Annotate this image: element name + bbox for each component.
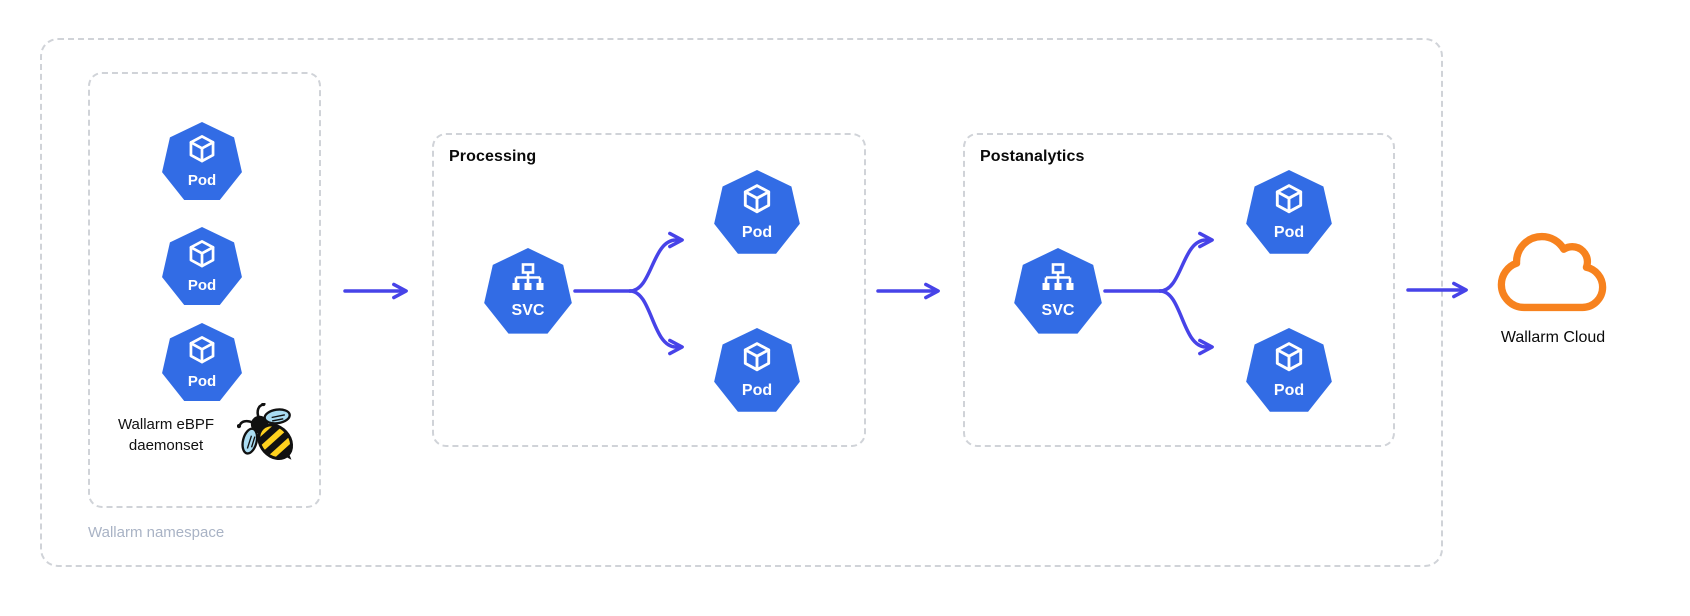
daemonset-caption: Wallarm eBPF daemonset	[117, 416, 215, 454]
processing-pod-2: Pod	[714, 328, 800, 412]
daemonset-box	[88, 72, 321, 508]
namespace-label: Wallarm namespace	[88, 524, 225, 541]
postanalytics-svc: SVC	[1014, 248, 1102, 334]
bee-icon	[237, 403, 299, 466]
processing-box: Processing	[432, 133, 866, 447]
daemonset-pod-2: Pod	[162, 227, 242, 305]
wallarm-namespace-box	[40, 38, 1443, 567]
pod-label: Pod	[187, 172, 217, 189]
cube-icon	[743, 184, 771, 214]
cube-icon	[1275, 184, 1303, 214]
daemonset-pod-3: Pod	[162, 323, 242, 401]
pod-label: Pod	[741, 224, 773, 241]
cube-icon	[189, 240, 215, 268]
cube-icon	[1275, 342, 1303, 372]
processing-svc: SVC	[484, 248, 572, 334]
processing-pod-1: Pod	[714, 170, 800, 254]
pod-label: Pod	[1273, 224, 1305, 241]
daemonset-pod-1: Pod	[162, 122, 242, 200]
cloud-icon	[1497, 232, 1607, 312]
pod-label: Pod	[741, 382, 773, 399]
service-icon	[512, 263, 544, 290]
svc-label: SVC	[1041, 302, 1075, 319]
pod-label: Pod	[187, 277, 217, 294]
cube-icon	[743, 342, 771, 372]
cube-icon	[189, 135, 215, 163]
pod-label: Pod	[1273, 382, 1305, 399]
service-icon	[1042, 263, 1074, 290]
cloud-label: Wallarm Cloud	[1500, 329, 1606, 346]
postanalytics-pod-1: Pod	[1246, 170, 1332, 254]
postanalytics-box: Postanalytics	[963, 133, 1395, 447]
postanalytics-pod-2: Pod	[1246, 328, 1332, 412]
pod-label: Pod	[187, 373, 217, 390]
postanalytics-title: Postanalytics	[980, 148, 1085, 165]
processing-title: Processing	[449, 148, 537, 165]
svc-label: SVC	[511, 302, 545, 319]
cube-icon	[189, 336, 215, 364]
